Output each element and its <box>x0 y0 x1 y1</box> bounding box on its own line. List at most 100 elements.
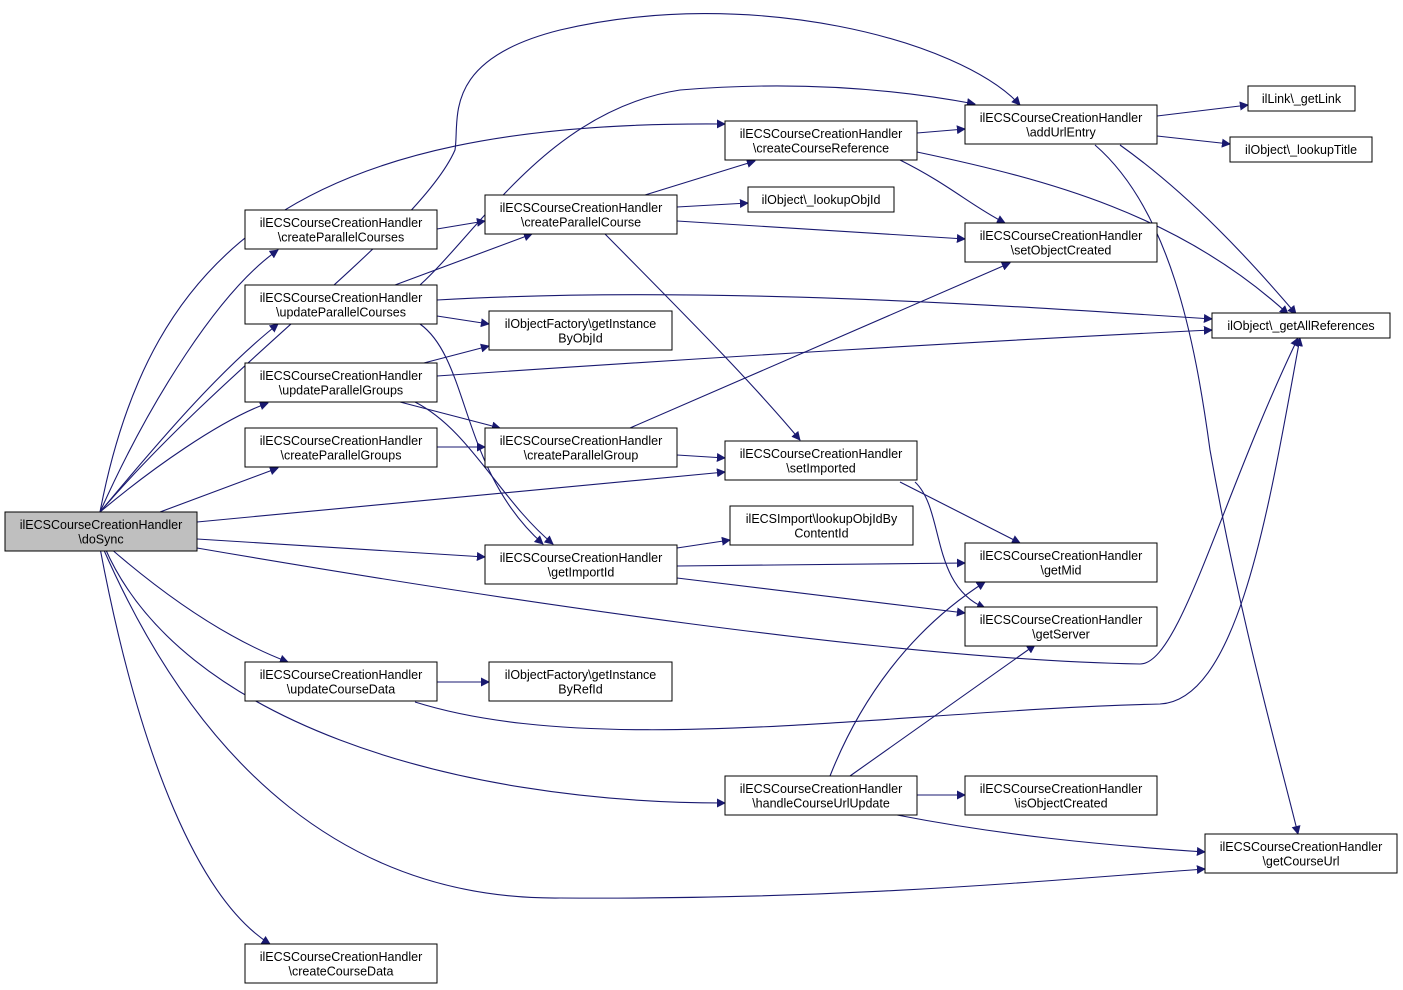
node-label-line: ilObject\_getAllReferences <box>1227 319 1374 333</box>
node-label-line: ilECSCourseCreationHandler <box>740 447 903 461</box>
node-label-line: \getMid <box>1041 563 1082 577</box>
node-label-line: \getCourseUrl <box>1262 854 1339 868</box>
node-label-line: \addUrlEntry <box>1026 125 1096 139</box>
edge-createcoursereference-getallreferences <box>916 151 1289 315</box>
node-label-line: ilECSCourseCreationHandler <box>500 551 663 565</box>
edge-createcoursereference-addurlentry <box>916 125 966 135</box>
edge-getimportid-getserver <box>676 577 966 617</box>
node-createparallelgroup[interactable]: ilECSCourseCreationHandler\createParalle… <box>484 427 678 468</box>
edge-dosync-addurlentry <box>99 13 1021 513</box>
node-box <box>4 511 198 552</box>
node-getallreferences[interactable]: ilObject\_getAllReferences <box>1211 312 1391 339</box>
node-label-line: ilECSCourseCreationHandler <box>980 613 1143 627</box>
node-setobjectcreated[interactable]: ilECSCourseCreationHandler\setObjectCrea… <box>964 222 1158 263</box>
edge-dosync-getimportid <box>196 538 486 561</box>
node-label-line: ilECSImport\lookupObjIdBy <box>746 512 898 526</box>
node-getserver[interactable]: ilECSCourseCreationHandler\getServer <box>964 606 1158 647</box>
edge-createparallelgroup-setimported <box>676 453 726 462</box>
edge-handlecourseurlupdate-getmid <box>829 581 986 777</box>
node-box <box>724 120 918 161</box>
node-box <box>484 194 678 235</box>
edge-createparallelcourse-setobjectcreated <box>676 220 966 243</box>
node-label-line: \createCourseReference <box>753 141 889 155</box>
node-label-line: ilECSCourseCreationHandler <box>980 782 1143 796</box>
edges <box>99 13 1303 945</box>
node-box <box>1204 833 1398 874</box>
node-createparallelcourses[interactable]: ilECSCourseCreationHandler\createParalle… <box>244 209 438 250</box>
node-box <box>729 505 914 546</box>
node-box <box>747 186 895 213</box>
node-box <box>244 661 438 702</box>
node-updateparallelgroups[interactable]: ilECSCourseCreationHandler\updateParalle… <box>244 362 438 403</box>
edge-dosync-updatecoursedata <box>109 547 289 664</box>
node-box <box>964 104 1158 145</box>
node-box <box>244 943 438 984</box>
node-label-line: ilECSCourseCreationHandler <box>740 127 903 141</box>
node-label-line: \getServer <box>1032 627 1090 641</box>
node-updateparallelcourses[interactable]: ilECSCourseCreationHandler\updateParalle… <box>244 284 438 325</box>
edge-dosync-createparallelgroups <box>159 466 279 513</box>
edge-updateparallelcourses-createparallelcourse <box>394 232 533 286</box>
node-label-line: ilECSCourseCreationHandler <box>260 950 423 964</box>
node-createcoursedata[interactable]: ilECSCourseCreationHandler\createCourseD… <box>244 943 438 984</box>
node-label-line: \createParallelCourses <box>278 230 404 244</box>
edge-getimportid-lookupobjidbycontentid <box>676 536 731 549</box>
node-label-line: \createParallelGroups <box>281 448 402 462</box>
edge-createcoursereference-setobjectcreated <box>899 159 1006 224</box>
node-label-line: ilECSCourseCreationHandler <box>740 782 903 796</box>
edge-setimported-getserver <box>914 481 986 610</box>
node-label-line: ByObjId <box>558 331 603 345</box>
node-box <box>484 427 678 468</box>
node-label-line: ilECSCourseCreationHandler <box>260 291 423 305</box>
edge-createparallelcourse-createcoursereference <box>644 159 756 196</box>
node-label-line: \createParallelGroup <box>524 448 639 462</box>
node-createparallelgroups[interactable]: ilECSCourseCreationHandler\createParalle… <box>244 427 438 468</box>
node-createparallelcourse[interactable]: ilECSCourseCreationHandler\createParalle… <box>484 194 678 235</box>
edge-getimportid-getmid <box>676 558 966 568</box>
node-box <box>964 775 1158 816</box>
edge-updatecoursedata-getallreferences <box>414 337 1303 731</box>
node-lookupobjid[interactable]: ilObject\_lookupObjId <box>747 186 895 213</box>
node-isobjectcreated[interactable]: ilECSCourseCreationHandler\isObjectCreat… <box>964 775 1158 816</box>
node-box <box>488 310 673 351</box>
node-getimportid[interactable]: ilECSCourseCreationHandler\getImportId <box>484 544 678 585</box>
edge-dosync-getallreferences <box>196 337 1299 665</box>
node-box <box>484 544 678 585</box>
node-box <box>964 222 1158 263</box>
edge-updateparallelcourses-getinstancebyobjid <box>436 315 490 328</box>
node-box <box>244 284 438 325</box>
edge-dosync-setimported <box>196 468 726 523</box>
node-setimported[interactable]: ilECSCourseCreationHandler\setImported <box>724 440 918 481</box>
node-box <box>244 362 438 403</box>
node-box <box>1211 312 1391 339</box>
edge-updateparallelcourses-addurlentry <box>419 85 976 286</box>
node-label-line: ByRefId <box>558 682 603 696</box>
node-getlink[interactable]: ilLink\_getLink <box>1247 85 1356 112</box>
node-label-line: ilECSCourseCreationHandler <box>20 518 183 532</box>
edge-createparallelgroup-setobjectcreated <box>629 262 1011 429</box>
node-updatecoursedata[interactable]: ilECSCourseCreationHandler\updateCourseD… <box>244 661 438 702</box>
node-label-line: ilECSCourseCreationHandler <box>500 201 663 215</box>
node-handlecourseurlupdate[interactable]: ilECSCourseCreationHandler\handleCourseU… <box>724 775 918 816</box>
edge-addurlentry-lookuptitle <box>1156 135 1231 148</box>
edge-dosync-updateparallelcourses <box>99 323 279 513</box>
node-label-line: ilECSCourseCreationHandler <box>1220 840 1383 854</box>
node-getcourseurl[interactable]: ilECSCourseCreationHandler\getCourseUrl <box>1204 833 1398 874</box>
node-label-line: ilECSCourseCreationHandler <box>980 229 1143 243</box>
node-lookuptitle[interactable]: ilObject\_lookupTitle <box>1229 136 1373 163</box>
node-addurlentry[interactable]: ilECSCourseCreationHandler\addUrlEntry <box>964 104 1158 145</box>
edge-updateparallelcourses-getallreferences <box>436 294 1213 323</box>
node-label-line: ilECSCourseCreationHandler <box>980 111 1143 125</box>
node-dosync[interactable]: ilECSCourseCreationHandler\doSync <box>4 511 198 552</box>
node-label-line: ilECSCourseCreationHandler <box>260 668 423 682</box>
edge-dosync-getcourseurl <box>102 547 1206 899</box>
node-createcoursereference[interactable]: ilECSCourseCreationHandler\createCourseR… <box>724 120 918 161</box>
node-getmid[interactable]: ilECSCourseCreationHandler\getMid <box>964 542 1158 583</box>
node-label-line: \setImported <box>786 461 856 475</box>
node-label-line: \updateParallelCourses <box>276 305 406 319</box>
node-label-line: ilObjectFactory\getInstance <box>505 317 657 331</box>
